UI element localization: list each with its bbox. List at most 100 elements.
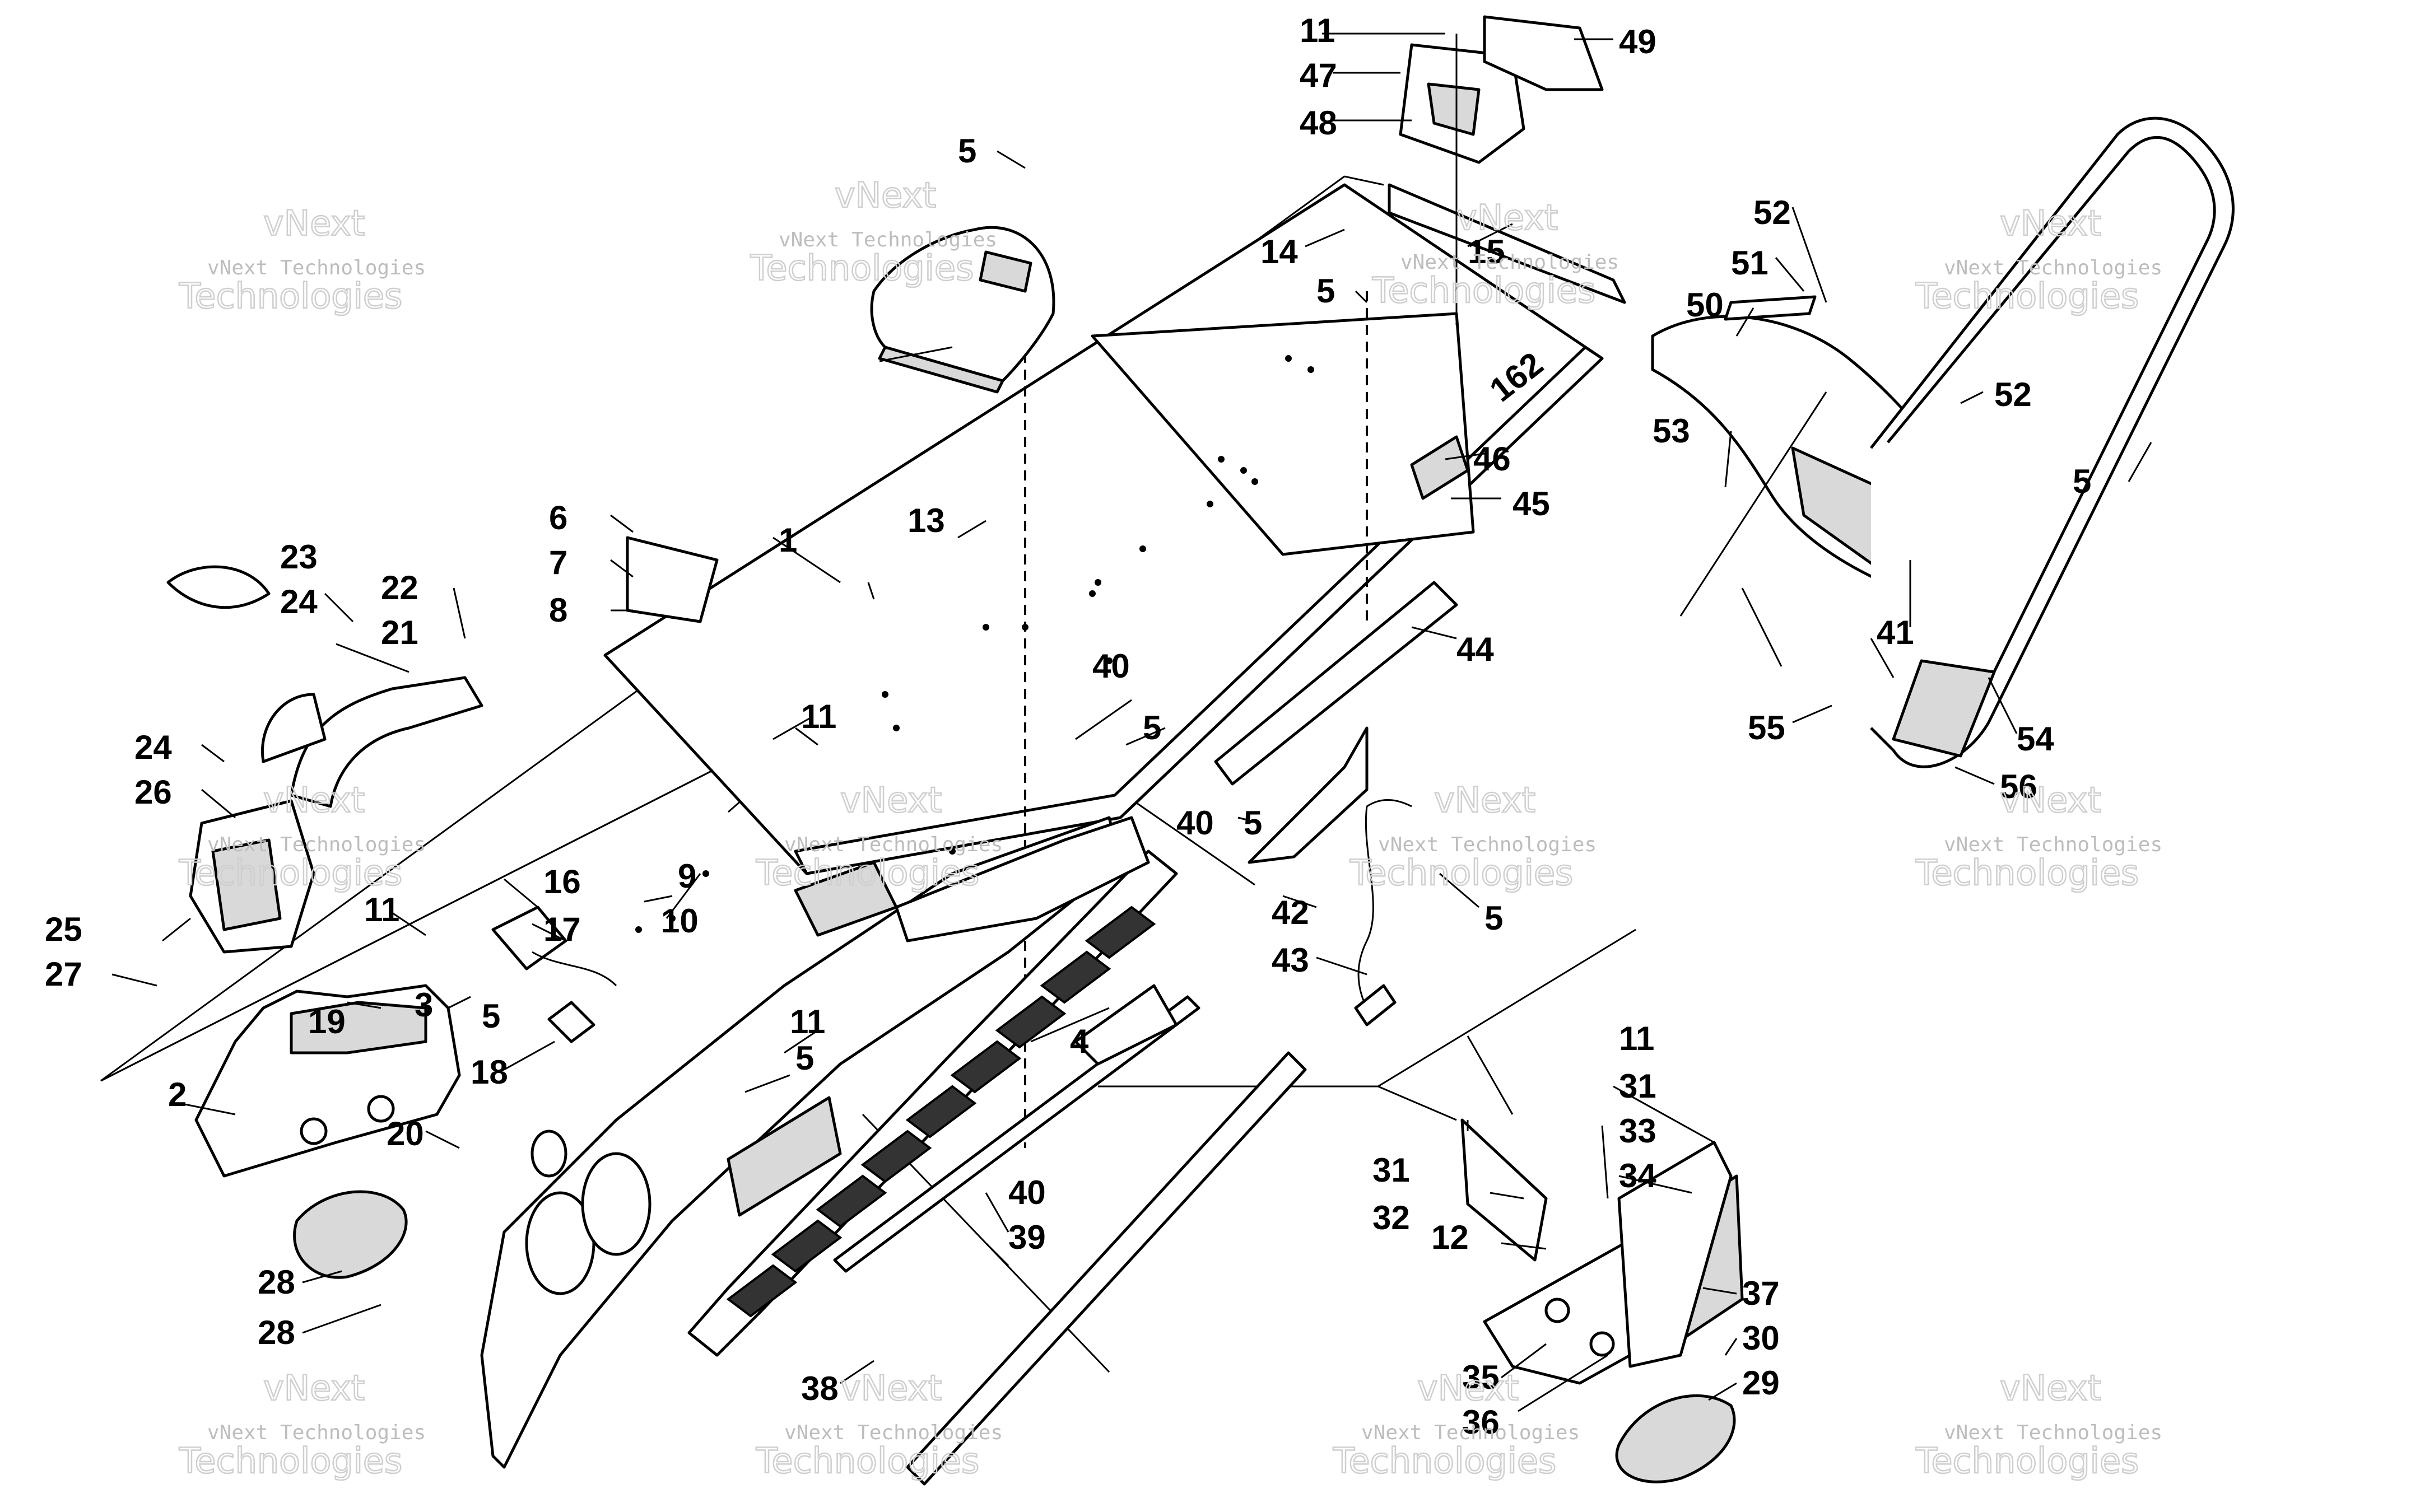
callout-11-f: 12 bbox=[1431, 1219, 1469, 1256]
watermark-bottom-mid-right: vNext vNext Technologies Technologies bbox=[1332, 1367, 1580, 1482]
svg-text:vNext Technologies: vNext Technologies bbox=[1400, 251, 1619, 274]
svg-text:Technologies: Technologies bbox=[1915, 1440, 2139, 1481]
svg-text:Technologies: Technologies bbox=[756, 852, 979, 893]
callout-25: 26 bbox=[134, 773, 172, 811]
callout-38: 39 bbox=[1008, 1219, 1046, 1256]
svg-text:Technologies: Technologies bbox=[750, 248, 974, 288]
callout-6: 6 bbox=[549, 499, 567, 536]
watermarks: vNext vNext Technologies Technologies vN… bbox=[178, 174, 2162, 1482]
callout-37: 38 bbox=[801, 1370, 839, 1407]
svg-text:vNext: vNext bbox=[1456, 197, 1558, 238]
callout-30: 31 bbox=[1372, 1151, 1410, 1189]
callout-26: 27 bbox=[45, 955, 82, 993]
callout-35: 36 bbox=[1462, 1403, 1500, 1441]
callout-34: 35 bbox=[1462, 1359, 1500, 1396]
svg-text:Technologies: Technologies bbox=[756, 1440, 979, 1481]
callout-33: 34 bbox=[1619, 1157, 1656, 1194]
svg-text:Technologies: Technologies bbox=[1372, 270, 1595, 311]
callout-24-b: 25 bbox=[45, 911, 82, 948]
callout-36: 37 bbox=[1742, 1275, 1780, 1312]
svg-text:vNext: vNext bbox=[263, 203, 365, 244]
svg-text:vNext Technologies: vNext Technologies bbox=[207, 833, 426, 856]
rear-side-panel bbox=[1460, 1118, 1744, 1385]
callout-11-c: 11 bbox=[364, 891, 399, 928]
rear-bracket bbox=[1388, 15, 1626, 325]
callout-28-b: 29 bbox=[1742, 1364, 1780, 1402]
callout-23: 24 bbox=[280, 583, 318, 620]
callout-22: 23 bbox=[280, 538, 318, 576]
callout-40-b: 40 bbox=[1176, 804, 1214, 842]
callout-53: 54 bbox=[2017, 720, 2054, 758]
callout-52-a: 52 bbox=[1753, 194, 1791, 231]
svg-text:Technologies: Technologies bbox=[1915, 852, 2139, 893]
svg-text:vNext: vNext bbox=[2000, 1368, 2101, 1408]
callout-2: 2 bbox=[168, 1076, 187, 1113]
callout-5-a: 5 bbox=[958, 132, 976, 170]
callout-54: 55 bbox=[1748, 709, 1785, 746]
callout-40-c: 41 bbox=[1877, 614, 1914, 651]
left-grab-bar bbox=[166, 536, 719, 954]
callout-12: 13 bbox=[908, 502, 945, 539]
callout-5-d: 5 bbox=[1143, 709, 1161, 746]
callout-labels: 1 2 3 4 5 5 5 5 5 5 5 5 6 7 8 9 10 11 11… bbox=[45, 12, 2091, 1441]
svg-text:vNext: vNext bbox=[840, 1368, 942, 1408]
watermark-middle-mid-right: vNext vNext Technologies Technologies bbox=[1349, 779, 1597, 894]
svg-text:vNext Technologies: vNext Technologies bbox=[1361, 1421, 1580, 1444]
tunnel: 162 bbox=[603, 183, 1604, 1148]
svg-text:vNext Technologies: vNext Technologies bbox=[207, 256, 426, 279]
watermark-bottom-left: vNext vNext Technologies Technologies bbox=[178, 1367, 426, 1482]
callout-5-b: 5 bbox=[1316, 272, 1335, 310]
callout-50: 51 bbox=[1731, 244, 1769, 282]
svg-text:Technologies: Technologies bbox=[1333, 1440, 1556, 1481]
callout-7: 7 bbox=[549, 544, 567, 581]
floor-pads bbox=[293, 1190, 1736, 1483]
svg-text:vNext: vNext bbox=[263, 1368, 365, 1408]
tunnel-holes bbox=[635, 355, 1314, 933]
callout-32: 33 bbox=[1619, 1112, 1656, 1150]
callout-39: 40 bbox=[1008, 1174, 1046, 1211]
svg-text:vNext Technologies: vNext Technologies bbox=[1944, 833, 2162, 856]
watermark-middle-center: vNext vNext Technologies Technologies bbox=[755, 779, 1003, 894]
watermark-bottom-center: vNext vNext Technologies Technologies bbox=[755, 1367, 1003, 1482]
front-gusset bbox=[1248, 726, 1412, 1026]
callout-51: 52 bbox=[1994, 376, 2032, 413]
callout-28-a: 28 bbox=[258, 1314, 295, 1351]
callout-42: 43 bbox=[1272, 941, 1309, 979]
callout-45: 46 bbox=[1473, 440, 1511, 478]
callout-19: 20 bbox=[387, 1115, 424, 1152]
svg-text:vNext Technologies: vNext Technologies bbox=[207, 1421, 426, 1444]
callout-5-f: 5 bbox=[482, 997, 500, 1035]
seat-base bbox=[870, 226, 1055, 394]
callout-1: 1 bbox=[779, 521, 797, 559]
callout-31-a: 31 bbox=[1619, 1067, 1656, 1105]
callout-5-e: 5 bbox=[1484, 899, 1503, 937]
callout-9: 9 bbox=[678, 857, 696, 895]
rear-bumper bbox=[1870, 116, 2235, 768]
callout-20: 21 bbox=[381, 614, 418, 651]
callout-5-h: 5 bbox=[1244, 804, 1262, 842]
callout-11-d: 11 bbox=[790, 1003, 825, 1040]
callout-46: 47 bbox=[1300, 57, 1337, 94]
callout-5-g: 5 bbox=[795, 1039, 814, 1077]
svg-text:vNext Technologies: vNext Technologies bbox=[1378, 833, 1597, 856]
watermark-middle-right: vNext vNext Technologies Technologies bbox=[1915, 779, 2162, 894]
callout-40-a: 40 bbox=[1092, 647, 1130, 685]
leader-lines bbox=[111, 32, 2152, 1412]
side-rail-43 bbox=[1214, 581, 1458, 786]
svg-text:Technologies: Technologies bbox=[179, 852, 402, 893]
svg-text:vNext Technologies: vNext Technologies bbox=[1944, 1421, 2162, 1444]
callout-24-a: 24 bbox=[134, 729, 172, 766]
callout-21: 22 bbox=[381, 569, 418, 606]
svg-text:vNext: vNext bbox=[2000, 780, 2101, 820]
running-board-slots bbox=[726, 906, 1156, 1318]
watermark-top-left: vNext vNext Technologies Technologies bbox=[178, 202, 426, 318]
callout-47: 48 bbox=[1300, 104, 1337, 142]
watermark-middle-left: vNext vNext Technologies Technologies bbox=[178, 779, 426, 894]
callout-52-b: 53 bbox=[1653, 412, 1690, 450]
watermark-top-right: vNext vNext Technologies Technologies bbox=[1915, 202, 2162, 318]
callout-55: 56 bbox=[2000, 768, 2037, 805]
running-board bbox=[687, 816, 1178, 1357]
watermark-top-center: vNext vNext Technologies Technologies bbox=[750, 174, 997, 290]
svg-text:vNext: vNext bbox=[263, 780, 365, 820]
svg-text:vNext Technologies: vNext Technologies bbox=[1944, 256, 2162, 279]
